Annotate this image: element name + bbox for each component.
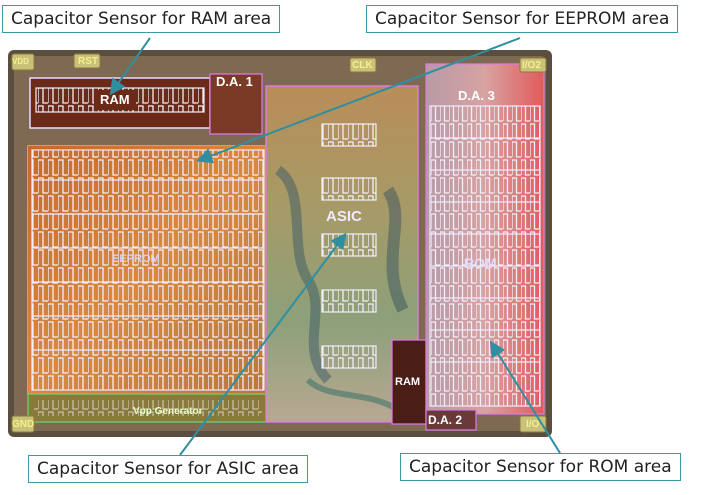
da1-label: D.A. 1 [216, 74, 253, 89]
da3-label: D.A. 3 [458, 88, 495, 103]
eeprom-label: EEPROM [112, 253, 160, 265]
rom-label: ROM [464, 255, 497, 271]
pad-label-gnd: GND [12, 419, 35, 430]
asic-label: ASIC [326, 208, 362, 225]
callout-asic-sensor: Capacitor Sensor for ASIC area [28, 455, 309, 483]
pad-label-vdd: VDD [12, 57, 29, 66]
callout-eeprom-sensor: Capacitor Sensor for EEPROM area [366, 5, 679, 33]
chip-die-drawing [8, 50, 552, 437]
vpp-generator-label: Vpp Generator [133, 406, 203, 417]
callout-rom-sensor: Capacitor Sensor for ROM area [400, 453, 681, 481]
da2-label: D.A. 2 [428, 413, 463, 427]
pad-label-clk: CLK [352, 60, 373, 71]
callout-ram-sensor: Capacitor Sensor for RAM area [2, 5, 281, 33]
pad-label-io: I/O [526, 419, 540, 430]
ram-bottom-label: RAM [395, 376, 421, 388]
ram-top-label: RAM [100, 92, 130, 107]
chip-die-image: VDD RST CLK I/O2 GND I/O RAM D.A. 1 D.A.… [8, 50, 552, 437]
pad-label-rst: RST [78, 56, 98, 67]
pad-label-io2: I/O2 [522, 60, 541, 71]
